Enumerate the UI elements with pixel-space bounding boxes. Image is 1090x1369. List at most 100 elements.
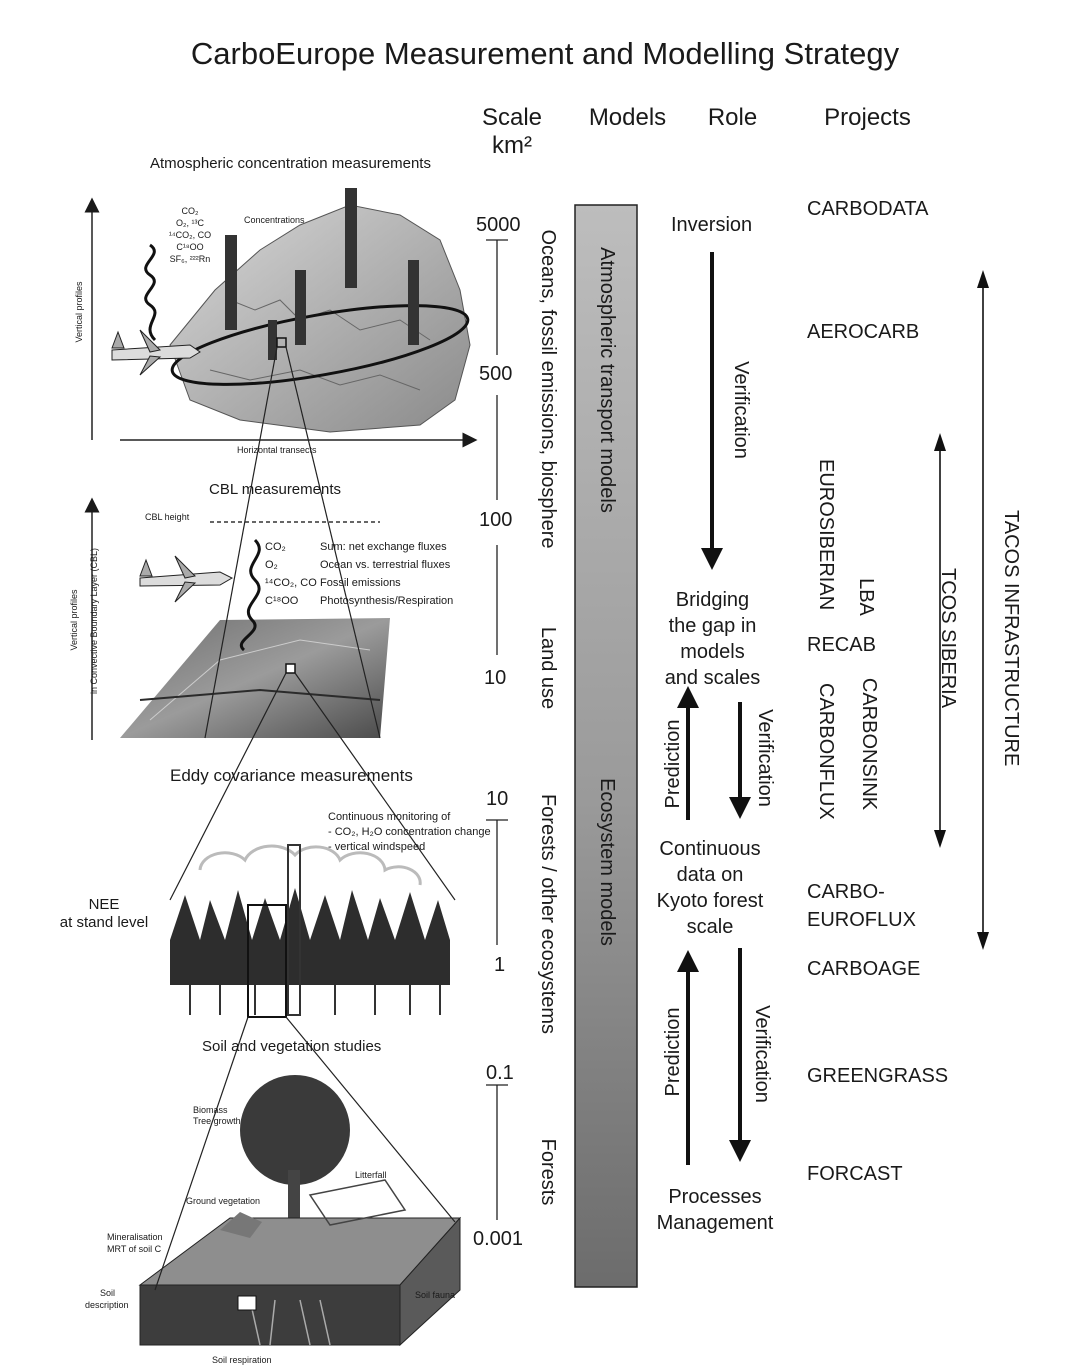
eddy-monitor-line: - CO₂, H₂O concentration change bbox=[328, 826, 491, 838]
cbl-profile-path bbox=[240, 538, 261, 652]
cbl-species: CO₂ bbox=[265, 541, 286, 553]
soil-label-litterfall: Litterfall bbox=[355, 1170, 387, 1180]
cbl-species: ¹⁴CO₂, CO bbox=[265, 577, 317, 589]
ground-vegetation bbox=[220, 1212, 262, 1238]
zoom-box bbox=[247, 904, 287, 1018]
nee-label-line: at stand level bbox=[59, 914, 149, 931]
soil-block-side bbox=[399, 1216, 461, 1347]
airplane-icon bbox=[139, 555, 234, 603]
cbl-panel-title: CBL measurements bbox=[209, 481, 341, 498]
forest-canopy bbox=[170, 888, 450, 985]
cbl-description: Ocean vs. terrestrial fluxes bbox=[320, 559, 451, 571]
tree-trunks bbox=[189, 985, 441, 1015]
cbl-panel-graphics bbox=[84, 497, 390, 740]
project-lba: LBA bbox=[855, 578, 877, 616]
cbl-description: Photosynthesis/Respiration bbox=[320, 595, 454, 607]
tower-icon bbox=[268, 320, 277, 360]
scale-tick: 10 bbox=[484, 667, 507, 689]
atm-species: O₂, ¹³C bbox=[176, 218, 204, 228]
role-processes: Processes Management bbox=[645, 1184, 785, 1236]
project-range-arrows bbox=[934, 270, 989, 950]
soil-label-tree-growth: Tree growth bbox=[193, 1116, 241, 1126]
vertical-profile-path bbox=[144, 243, 157, 342]
soil-label-ground-vegetation: Ground vegetation bbox=[186, 1196, 261, 1206]
atm-panel-title: Atmospheric concentration measurements bbox=[150, 155, 431, 172]
header-role: Role bbox=[707, 104, 758, 131]
role-bridging-line: and scales bbox=[664, 667, 761, 689]
europe-map bbox=[169, 204, 471, 433]
atm-species: ¹⁴CO₂, CO bbox=[168, 230, 212, 240]
header-models: Models bbox=[588, 104, 667, 131]
zoom-box bbox=[285, 663, 296, 674]
role-verification: Verification bbox=[751, 1005, 773, 1103]
soil-panel-title: Soil and vegetation studies bbox=[202, 1038, 382, 1055]
scale-tick: 100 bbox=[479, 509, 513, 531]
scale-tick: 10 bbox=[486, 788, 509, 810]
aerial-detail bbox=[149, 639, 371, 721]
roots bbox=[249, 1299, 331, 1346]
zoom-lines bbox=[154, 346, 456, 1291]
soil-label-mineralisation: Mineralisation bbox=[107, 1232, 163, 1242]
atm-species: CO₂ bbox=[181, 206, 199, 216]
atm-horizontal-axis-label: Horizontal transects bbox=[237, 445, 317, 455]
role-arrows bbox=[677, 252, 751, 1165]
eddy-panel-graphics bbox=[170, 844, 450, 1018]
soil-respiration-chamber bbox=[237, 1295, 257, 1311]
role-prediction: Prediction bbox=[662, 1007, 684, 1097]
atm-species: SF₆, ²²²Rn bbox=[169, 254, 211, 264]
role-verification: Verification bbox=[754, 709, 776, 807]
soil-block-front bbox=[139, 1284, 401, 1346]
atm-species-list: CO₂ O₂, ¹³C ¹⁴CO₂, CO C¹⁸OO SF₆, ²²²Rn bbox=[160, 205, 220, 265]
cbl-descriptions: Sum: net exchange fluxes Ocean vs. terre… bbox=[320, 538, 453, 610]
atm-concentrations-label: Concentrations bbox=[244, 215, 305, 225]
eddy-monitor-list: Continuous monitoring of - CO₂, H₂O conc… bbox=[328, 810, 491, 855]
cloud-row bbox=[198, 844, 422, 886]
domain-label: Land use bbox=[537, 626, 559, 710]
project-carboage: CARBOAGE bbox=[807, 958, 921, 980]
role-processes-line: Management bbox=[656, 1212, 774, 1234]
atm-vertical-axis-label: Vertical profiles bbox=[74, 281, 84, 343]
header-projects: Projects bbox=[824, 104, 911, 131]
tree-crown bbox=[240, 1075, 350, 1185]
page-title: CarboEurope Measurement and Modelling St… bbox=[190, 36, 900, 71]
cbl-species: C¹⁸OO bbox=[265, 595, 299, 607]
flux-tower bbox=[287, 844, 301, 1016]
model-label-ecosystem: Ecosystem models bbox=[596, 778, 618, 946]
role-verification: Verification bbox=[730, 361, 752, 459]
cbl-description: Fossil emissions bbox=[320, 577, 401, 589]
domain-label: Oceans, fossil emissions, biosphere bbox=[537, 229, 559, 549]
role-processes-line: Processes bbox=[668, 1186, 762, 1208]
zoom-box bbox=[276, 337, 287, 348]
project-carbodata: CARBODATA bbox=[807, 198, 929, 220]
project-recab: RECAB bbox=[807, 634, 876, 656]
eddy-panel-title: Eddy covariance measurements bbox=[170, 766, 413, 785]
atm-species: C¹⁸OO bbox=[176, 242, 204, 252]
role-bridging: Bridging the gap in models and scales bbox=[650, 587, 775, 691]
soil-label-mrt: MRT of soil C bbox=[107, 1244, 162, 1254]
models-bar bbox=[574, 204, 638, 1288]
soil-label-respiration: Soil respiration bbox=[212, 1355, 272, 1365]
tower-icon bbox=[408, 260, 419, 345]
role-prediction: Prediction bbox=[662, 719, 684, 809]
project-carbonsink: CARBONSINK bbox=[858, 677, 880, 811]
role-continuous: Continuous data on Kyoto forest scale bbox=[645, 836, 775, 940]
map-coast-detail-2 bbox=[209, 369, 421, 391]
tower-icon bbox=[345, 188, 357, 288]
project-carbonflux: CARBONFLUX bbox=[815, 683, 837, 820]
eddy-monitor-line: - vertical windspeed bbox=[328, 841, 426, 853]
header-scale-unit: km² bbox=[492, 132, 532, 159]
scale-tick: 0.1 bbox=[486, 1062, 514, 1084]
eddy-monitor-line: Continuous monitoring of bbox=[328, 811, 451, 823]
model-label-atmospheric: Atmospheric transport models bbox=[596, 247, 618, 513]
aerial-photo bbox=[120, 618, 390, 738]
cbl-species: O₂ bbox=[265, 559, 278, 571]
cbl-vertical-axis-label-2: in Convective Boundary Layer (CBL) bbox=[89, 547, 99, 695]
scale-tick: 500 bbox=[479, 363, 513, 385]
soil-label-soil: Soil bbox=[100, 1288, 116, 1298]
cbl-vertical-axis-label-1: Vertical profiles bbox=[69, 589, 79, 651]
soil-label-biomass: Biomass bbox=[193, 1105, 228, 1115]
role-inversion: Inversion bbox=[671, 214, 753, 236]
cbl-description: Sum: net exchange fluxes bbox=[320, 541, 447, 553]
soil-label-description: description bbox=[85, 1300, 129, 1310]
